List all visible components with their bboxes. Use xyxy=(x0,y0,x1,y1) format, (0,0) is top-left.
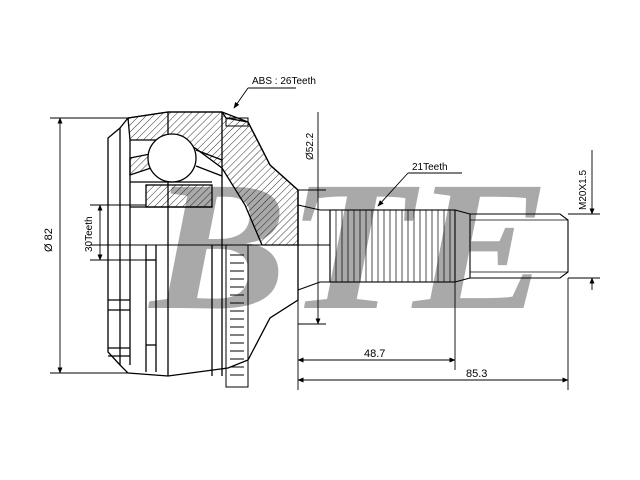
abs-teeth-label: ABS : 26Teeth xyxy=(252,76,316,87)
thread-label: M20X1.5 xyxy=(578,170,589,210)
spline-length-label: 48.7 xyxy=(364,348,385,360)
brand-watermark: BTE xyxy=(148,144,550,349)
dimension-lines xyxy=(50,87,600,390)
shaft-teeth-label: 21Teeth xyxy=(412,162,448,173)
splined-shaft xyxy=(297,204,471,291)
threaded-end xyxy=(470,213,569,279)
abs-ring xyxy=(225,117,249,388)
seal-diameter-label: Ø52.2 xyxy=(305,132,316,160)
inner-teeth-label: 30Teeth xyxy=(84,216,95,252)
total-length-label: 85.3 xyxy=(466,368,487,380)
outer-housing xyxy=(90,111,330,377)
outer-diameter-label: Ø 82 xyxy=(43,228,55,252)
